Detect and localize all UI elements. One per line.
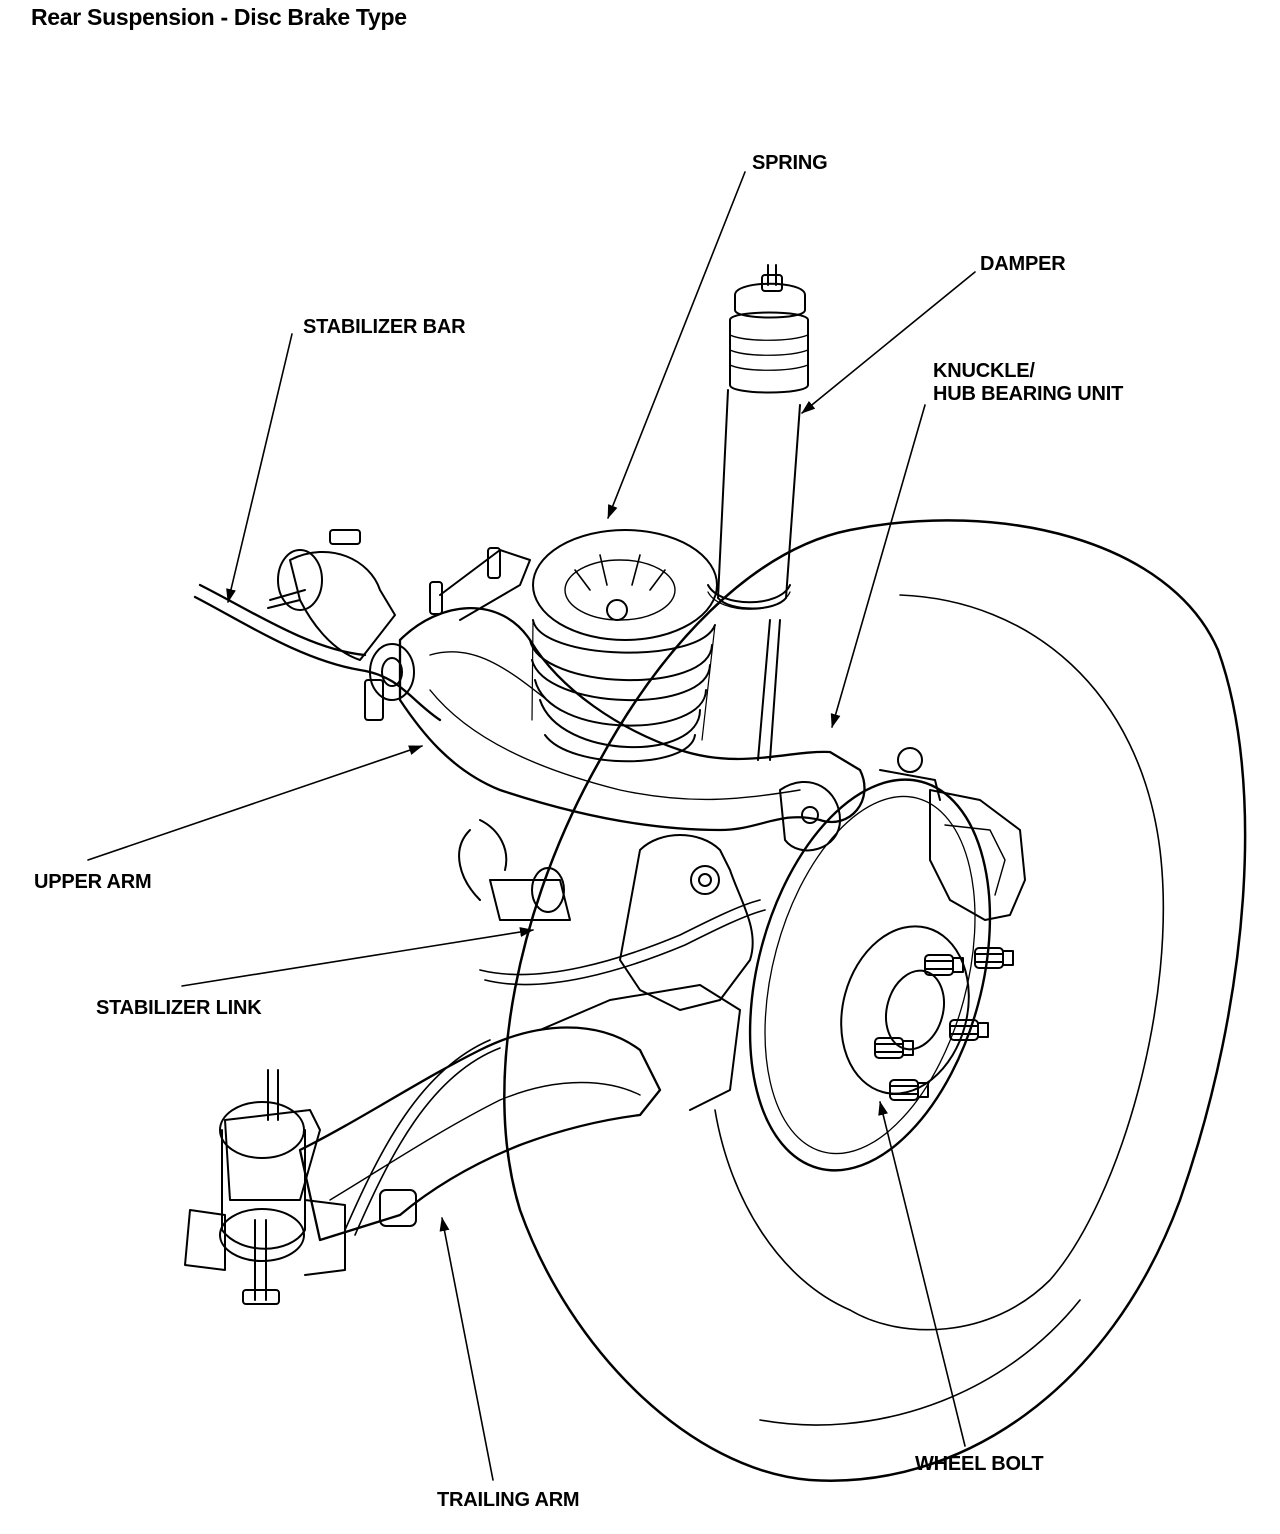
label-trailing-arm: TRAILING ARM <box>437 1489 580 1511</box>
damper-drawing <box>708 265 808 760</box>
stabilizer-link-drawing <box>459 820 765 985</box>
trailing-arm-drawing <box>185 985 740 1304</box>
brake-disc-drawing <box>710 753 1030 1197</box>
label-knuckle-line1: KNUCKLE/ <box>933 360 1035 382</box>
page-title: Rear Suspension - Disc Brake Type <box>31 4 407 30</box>
tire-drawing <box>504 520 1245 1480</box>
spring-drawing <box>530 530 717 761</box>
label-upper-arm: UPPER ARM <box>34 871 152 893</box>
label-stabilizer-bar: STABILIZER BAR <box>303 316 466 338</box>
knuckle-drawing <box>620 782 840 1010</box>
label-knuckle-line2: HUB BEARING UNIT <box>933 383 1124 405</box>
label-wheel-bolt: WHEEL BOLT <box>915 1453 1044 1475</box>
stabilizer-bar-drawing <box>195 530 440 720</box>
caliper-drawing <box>880 748 1025 920</box>
leader-lines <box>88 172 975 1480</box>
wheel-bolts-drawing <box>875 948 1013 1100</box>
upper-arm-drawing <box>370 548 864 830</box>
label-spring: SPRING <box>752 152 828 174</box>
label-stabilizer-link: STABILIZER LINK <box>96 997 262 1019</box>
label-damper: DAMPER <box>980 253 1066 275</box>
